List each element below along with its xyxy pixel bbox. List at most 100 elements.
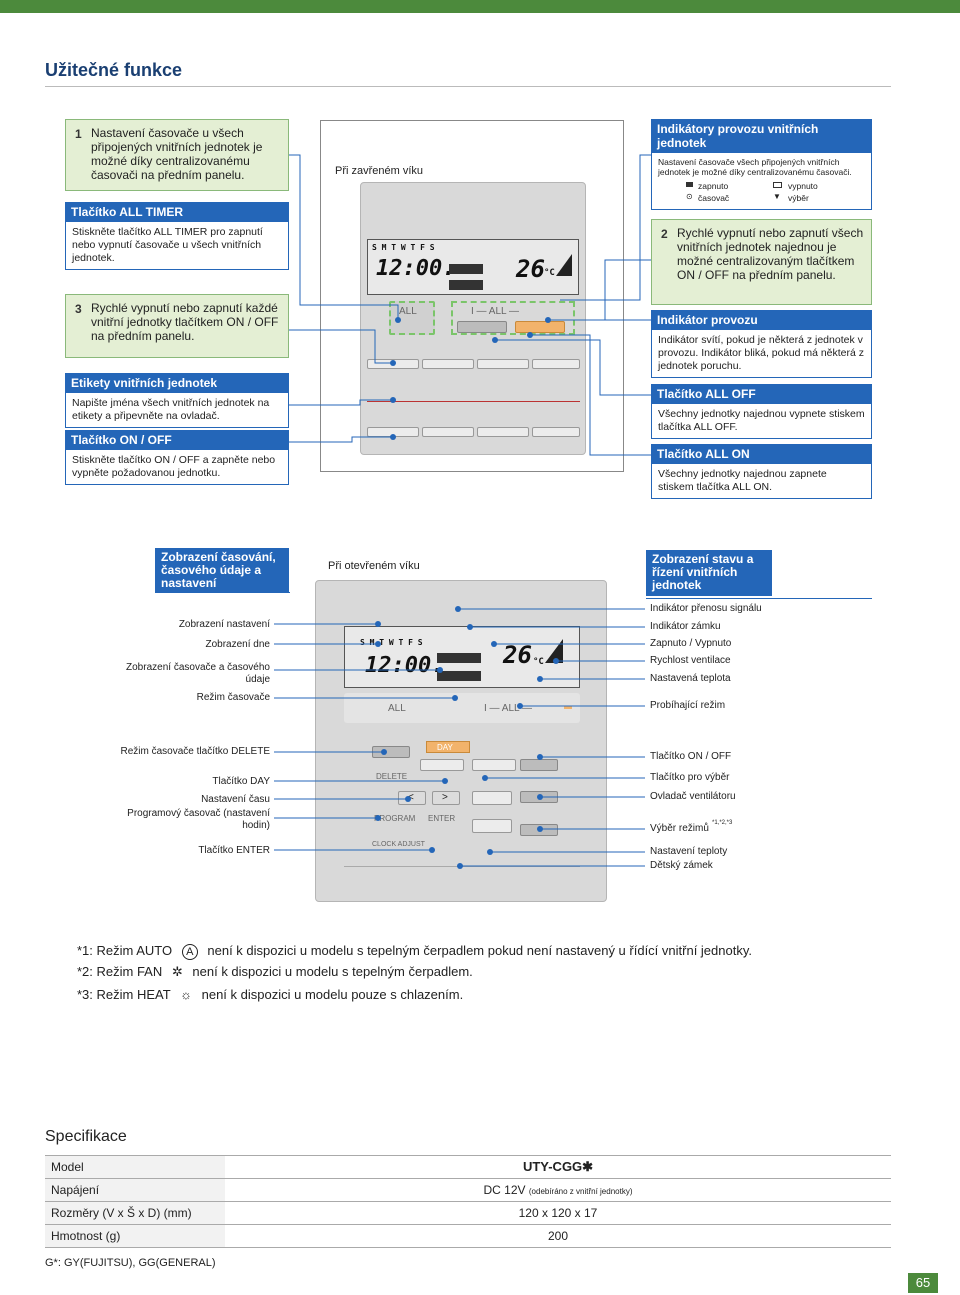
feature-text: Rychlé vypnutí nebo zapnutí každé vnitřn… [91, 301, 279, 343]
time-up-button[interactable]: > [432, 791, 460, 805]
all-on-button[interactable] [515, 321, 565, 333]
enter-button-label: Tlačítko ENTER [198, 845, 270, 856]
note-text: není k dispozici u modelu s tepelným čer… [192, 964, 473, 979]
all-timer-title: Tlačítko ALL TIMER [65, 202, 289, 222]
onoff-title: Tlačítko ON / OFF [65, 430, 289, 450]
table-row: Hmotnost (g) 200 [45, 1224, 891, 1248]
onoff-panel: Tlačítko ON / OFF Stiskněte tlačítko ON … [65, 430, 289, 485]
all-timer-button[interactable]: ALL [389, 301, 435, 335]
onoff-button-2[interactable] [422, 359, 474, 369]
all-onoff-label: I — ALL — [484, 703, 532, 714]
timer-segment [437, 653, 481, 663]
header-rule [646, 598, 872, 599]
feature-number: 2 [661, 227, 668, 241]
time-down-button[interactable]: < [398, 791, 426, 805]
feature-number: 3 [75, 302, 82, 316]
onoff-button-8[interactable] [532, 427, 580, 437]
spec-value: UTY-CGG✱ [225, 1155, 891, 1179]
power-value: DC 12V [483, 1183, 526, 1197]
fan-speed-label: Rychlost ventilace [650, 655, 731, 666]
temp-up-button[interactable] [472, 791, 512, 805]
all-off-button[interactable] [457, 321, 507, 333]
open-leader-lines [274, 606, 645, 869]
auto-mode-icon: A [181, 944, 198, 960]
labels-title: Etikety vnitřních jednotek [65, 373, 289, 393]
note-prefix: *2: Režim FAN [77, 964, 163, 979]
set-temp-label: Nastavená teplota [650, 673, 731, 684]
title-rule [45, 86, 891, 87]
heat-mode-icon: ☼ [180, 987, 192, 1002]
model-value: UTY-CGG✱ [522, 1159, 594, 1174]
labels-panel: Etikety vnitřních jednotek Napište jména… [65, 373, 289, 428]
temp-display: 26 [503, 641, 532, 669]
indicator-title: Indikátor provozu [651, 310, 872, 330]
timer-display-label: Zobrazení časovače a časového údaje [126, 662, 270, 685]
closed-leader-lines [289, 154, 651, 456]
lcd-display: S M T W T F S 12:00. 26 °C [367, 239, 579, 295]
header-rule [155, 592, 290, 593]
fan-speed-icon [556, 254, 572, 276]
time-display: 12:00. [376, 256, 456, 281]
all-off-title: Tlačítko ALL OFF [651, 384, 872, 404]
temp-down-button[interactable] [472, 819, 512, 833]
onoff-button-6[interactable] [422, 427, 474, 437]
timer-legend-icon: ⊙ [686, 192, 693, 201]
select-legend-icon: ▼ [773, 192, 781, 201]
indicator-panel: Indikátor provozu Indikátor svítí, pokud… [651, 310, 872, 378]
legend-off: vypnuto [788, 181, 818, 191]
page-number: 65 [908, 1273, 938, 1293]
spec-title: Specifikace [45, 1128, 127, 1145]
all-timer-text: Stiskněte tlačítko ALL TIMER pro zapnutí… [65, 222, 289, 270]
feature-text: Nastavení časovače u všech připojených v… [91, 126, 263, 182]
day-select-button[interactable] [420, 759, 464, 771]
all-off-text: Všechny jednotky najednou vypnete stiske… [651, 404, 872, 439]
onoff-button-7[interactable] [477, 427, 529, 437]
note-2: *2: Režim FAN ✲ není k dispozici u model… [77, 964, 897, 980]
indicator-text: Indikátor svítí, pokud je některá z jedn… [651, 330, 872, 378]
power-note: (odebíráno z vnitřní jednotky) [528, 1187, 633, 1196]
open-caption: Při otevřeném víku [328, 560, 420, 572]
legend-select: výběr [788, 193, 809, 203]
signal-indicator-label: Indikátor přenosu signálu [650, 603, 762, 614]
enter-label: ENTER [428, 814, 456, 823]
onoff-button-3[interactable] [477, 359, 529, 369]
note-1: *1: Režim AUTO A není k dispozici u mode… [77, 943, 897, 960]
day-display-label: Zobrazení dne [205, 639, 271, 650]
indicator-legend: zapnuto vypnuto ⊙ časovač ▼ výběr [658, 181, 865, 205]
spec-label: Model [45, 1155, 225, 1179]
timer-mode-label: Režim časovače [196, 692, 270, 703]
mode-footnote-ref: *1,*2,*3 [712, 820, 733, 826]
day-button-label: Tlačítko DAY [212, 776, 270, 787]
delete-label: DELETE [376, 772, 408, 781]
label-strip [367, 401, 580, 402]
day-button[interactable]: DAY [426, 741, 470, 753]
running-mode-label: Probíhající režim [650, 700, 726, 711]
temp-unit: °C [533, 657, 544, 667]
spec-footnote: G*: GY(FUJITSU), GG(GENERAL) [45, 1257, 216, 1269]
open-right-header: Zobrazení stavu a řízení vnitřních jedno… [646, 550, 772, 596]
all-onoff-group: I — ALL — [451, 301, 575, 335]
legend-timer: časovač [698, 193, 730, 203]
spec-label: Hmotnost (g) [45, 1224, 225, 1248]
spec-label: Rozměry (V x Š x D) (mm) [45, 1201, 225, 1225]
onoff-button-4[interactable] [532, 359, 580, 369]
legend-on: zapnuto [698, 181, 729, 191]
day-display: S M T W T F S [372, 243, 435, 252]
timer-segment [449, 280, 483, 290]
time-setting-label: Nastavení času [201, 794, 270, 805]
temp-display: 26 [516, 255, 545, 283]
lock-indicator-label: Indikátor zámku [650, 621, 721, 632]
spec-value: 200 [225, 1224, 891, 1248]
page-title: Užitečné funkce [45, 60, 183, 80]
spec-value: 120 x 120 x 17 [225, 1201, 891, 1225]
child-lock-label: Dětský zámek [650, 860, 713, 871]
clock-adjust-label: CLOCK ADJUST [372, 841, 425, 848]
spec-label: Napájení [45, 1178, 225, 1202]
mode-select-label: Výběr režimů [650, 823, 709, 834]
time-display: 12:00. [365, 653, 445, 678]
all-on-title: Tlačítko ALL ON [651, 444, 872, 464]
timer-select-button[interactable] [472, 759, 516, 771]
select-button-label: Tlačítko pro výběr [650, 772, 730, 783]
table-row: Rozměry (V x Š x D) (mm) 120 x 120 x 17 [45, 1201, 891, 1225]
note-text: není k dispozici u modelu pouze s chlaze… [201, 987, 464, 1002]
